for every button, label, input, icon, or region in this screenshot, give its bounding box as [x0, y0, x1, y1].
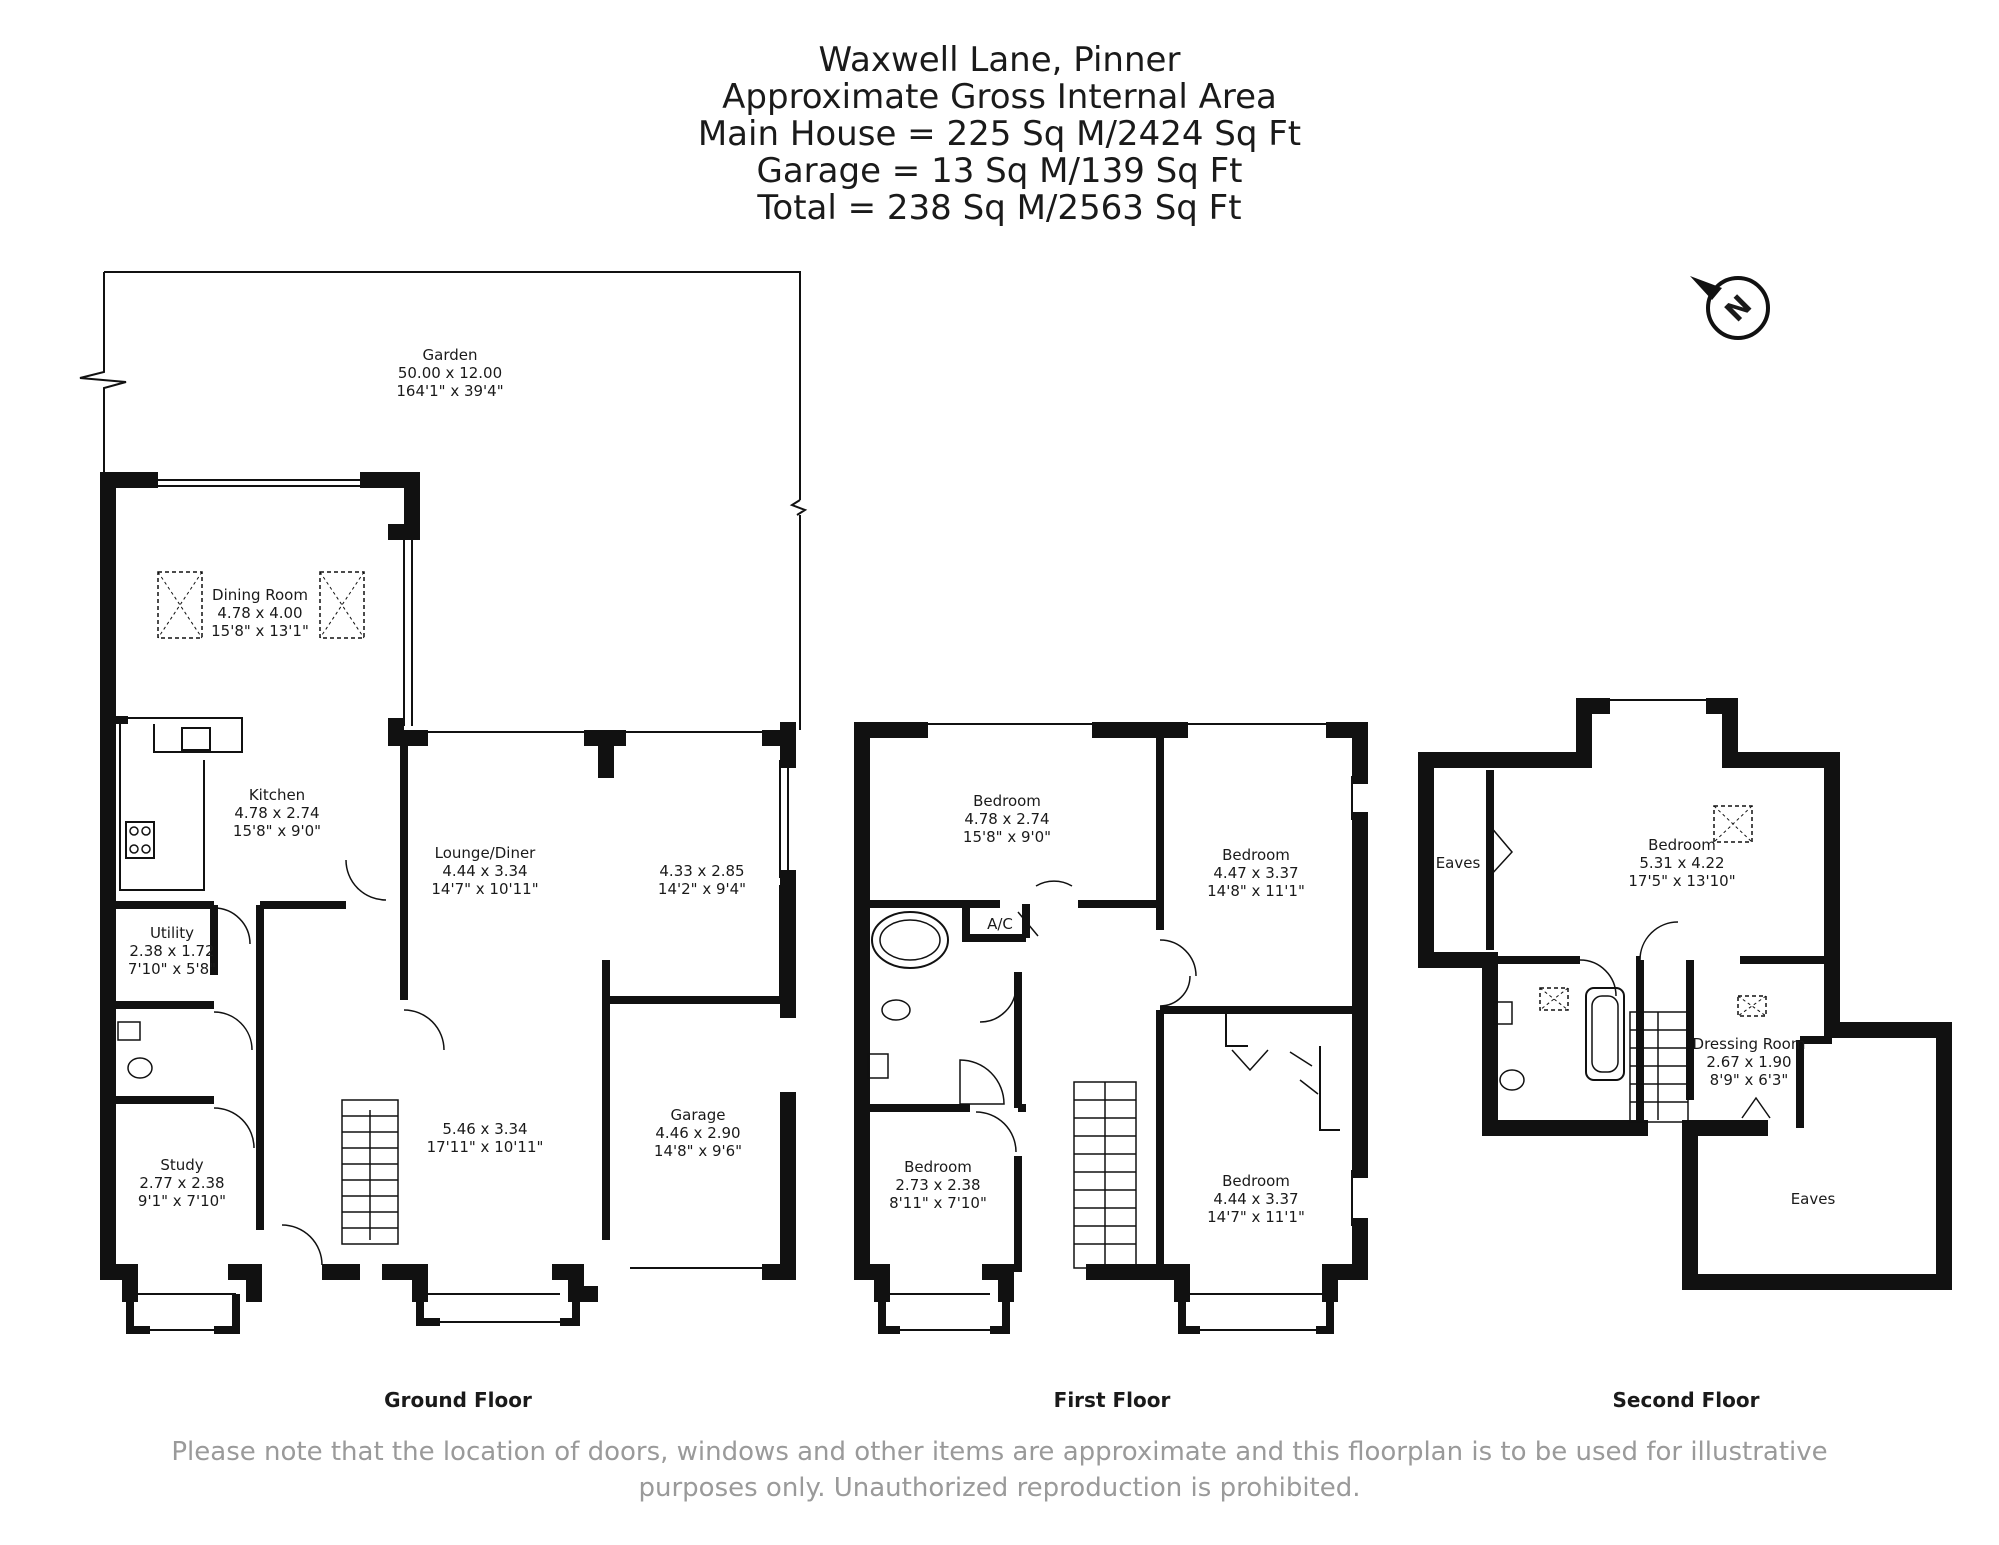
second-wc-icon: [1499, 1069, 1525, 1091]
eaves-right-label: Eaves: [1791, 1190, 1836, 1208]
kitchen-sink-icon: [181, 727, 211, 751]
dining-room-name: Dining Room: [212, 586, 308, 604]
dining-skylight-left-icon: [157, 571, 203, 639]
disclaimer: Please note that the location of doors, …: [0, 1434, 1999, 1506]
garage-imperial: 14'8" x 9'6": [654, 1142, 742, 1160]
lounge-imperial: 14'7" x 10'11": [431, 880, 538, 898]
first-basin-icon: [867, 1053, 889, 1079]
ac-label: A/C: [987, 915, 1013, 933]
lounge-front-metric: 5.46 x 3.34: [442, 1120, 527, 1138]
bedroom4-imperial: 14'7" x 11'1": [1207, 1208, 1305, 1226]
garden-metric: 50.00 x 12.00: [398, 364, 502, 382]
bedroom5-skylight-icon: [1713, 805, 1753, 843]
second-floor-labels: Eaves Bedroom 5.31 x 4.22 17'5" x 13'10"…: [1436, 836, 1836, 1208]
garden-imperial: 164'1" x 39'4": [396, 382, 503, 400]
bedroom2-metric: 4.47 x 3.37: [1213, 864, 1298, 882]
shower-icon: [959, 1059, 1005, 1105]
utility-name: Utility: [150, 924, 194, 942]
compass-icon: N: [1690, 276, 1770, 340]
disclaimer-line1: Please note that the location of doors, …: [171, 1437, 1828, 1467]
area-heading: Approximate Gross Internal Area: [722, 77, 1277, 117]
bedroom1-metric: 4.78 x 2.74: [964, 810, 1049, 828]
bedroom3-imperial: 8'11" x 7'10": [889, 1194, 987, 1212]
bath-tub-icon: [871, 911, 949, 969]
dining-skylight-right-icon: [319, 571, 365, 639]
dining-room-metric: 4.78 x 4.00: [217, 604, 302, 622]
ground-floor-labels: Garden 50.00 x 12.00 164'1" x 39'4" Dini…: [128, 346, 746, 1210]
ground-floor-stairs: [341, 1099, 399, 1245]
garage-name: Garage: [671, 1106, 726, 1124]
lounge-name: Lounge/Diner: [435, 844, 537, 862]
total-area: Total = 238 Sq M/2563 Sq Ft: [757, 188, 1242, 228]
bathroom-skylight-icon: [1539, 987, 1569, 1011]
lounge-metric: 4.44 x 3.34: [442, 862, 527, 880]
first-floor-stairs: [1073, 1081, 1137, 1269]
garden-name: Garden: [423, 346, 478, 364]
bedroom1-name: Bedroom: [973, 792, 1041, 810]
dressing-room-metric: 2.67 x 1.90: [1706, 1053, 1791, 1071]
bedroom4-name: Bedroom: [1222, 1172, 1290, 1190]
dressing-room-name: Dressing Room: [1693, 1035, 1806, 1053]
first-floor-labels: Bedroom 4.78 x 2.74 15'8" x 9'0" Bedroom…: [889, 792, 1305, 1226]
lounge-side-metric: 4.33 x 2.85: [659, 862, 744, 880]
garage-metric: 4.46 x 2.90: [655, 1124, 740, 1142]
second-bath-icon: [1585, 987, 1625, 1081]
utility-imperial: 7'10" x 5'8": [128, 960, 216, 978]
second-floor-walls: [1418, 698, 1952, 1290]
ground-floor-doors: [213, 859, 445, 1266]
study-metric: 2.77 x 2.38: [139, 1174, 224, 1192]
plan-header: Waxwell Lane, Pinner Approximate Gross I…: [0, 42, 1999, 227]
first-floor-windows: [855, 723, 1353, 1331]
ground-floor-interior-walls: [108, 716, 788, 1240]
main-house-area: Main House = 225 Sq M/2424 Sq Ft: [697, 114, 1302, 154]
address-title: Waxwell Lane, Pinner: [818, 40, 1181, 80]
lounge-front-imperial: 17'11" x 10'11": [427, 1138, 544, 1156]
ground-floor-label: Ground Floor: [384, 1388, 532, 1412]
bedroom3-name: Bedroom: [904, 1158, 972, 1176]
study-name: Study: [160, 1156, 203, 1174]
ground-wc-icon: [127, 1057, 153, 1079]
ground-basin-icon: [117, 1021, 141, 1041]
kitchen-metric: 4.78 x 2.74: [234, 804, 319, 822]
utility-metric: 2.38 x 1.72: [129, 942, 214, 960]
ground-floor-windows: [130, 479, 789, 1331]
dressing-room-imperial: 8'9" x 6'3": [1710, 1071, 1789, 1089]
wardrobe-doors: [1231, 1049, 1319, 1095]
bedroom5-name: Bedroom: [1648, 836, 1716, 854]
bedroom1-imperial: 15'8" x 9'0": [963, 828, 1051, 846]
ac-cupboard-wall: [962, 904, 1026, 942]
second-floor-label: Second Floor: [1612, 1388, 1760, 1412]
first-wc-icon: [881, 999, 911, 1021]
garage-area: Garage = 13 Sq M/139 Sq Ft: [756, 151, 1243, 191]
ground-floor-walls: [100, 472, 796, 1302]
first-floor-doors: [975, 880, 1197, 1153]
bedroom3-metric: 2.73 x 2.38: [895, 1176, 980, 1194]
first-floor-plan: [854, 722, 1368, 1334]
kitchen-name: Kitchen: [249, 786, 305, 804]
dressing-skylight-icon: [1737, 995, 1767, 1017]
study-imperial: 9'1" x 7'10": [138, 1192, 226, 1210]
bedroom2-name: Bedroom: [1222, 846, 1290, 864]
garden-boundary: [79, 271, 808, 516]
bedroom4-metric: 4.44 x 3.37: [1213, 1190, 1298, 1208]
second-basin-icon: [1493, 1001, 1513, 1025]
bedroom5-metric: 5.31 x 4.22: [1639, 854, 1724, 872]
hob-icon: [125, 821, 155, 859]
disclaimer-line2: purposes only. Unauthorized reproduction…: [638, 1473, 1361, 1503]
dining-room-imperial: 15'8" x 13'1": [211, 622, 309, 640]
second-floor-plan: [1418, 698, 1952, 1290]
second-floor-interior-walls: [1486, 770, 1832, 1128]
eaves-left-label: Eaves: [1436, 854, 1481, 872]
kitchen-counter: [119, 717, 243, 891]
bedroom2-imperial: 14'8" x 11'1": [1207, 882, 1305, 900]
bedroom5-imperial: 17'5" x 13'10": [1628, 872, 1735, 890]
second-floor-stairs: [1629, 1011, 1689, 1123]
first-floor-label: First Floor: [1053, 1388, 1171, 1412]
kitchen-imperial: 15'8" x 9'0": [233, 822, 321, 840]
second-floor-doors: [1489, 825, 1771, 1119]
ground-floor-plan: [79, 271, 808, 1334]
lounge-side-imperial: 14'2" x 9'4": [658, 880, 746, 898]
